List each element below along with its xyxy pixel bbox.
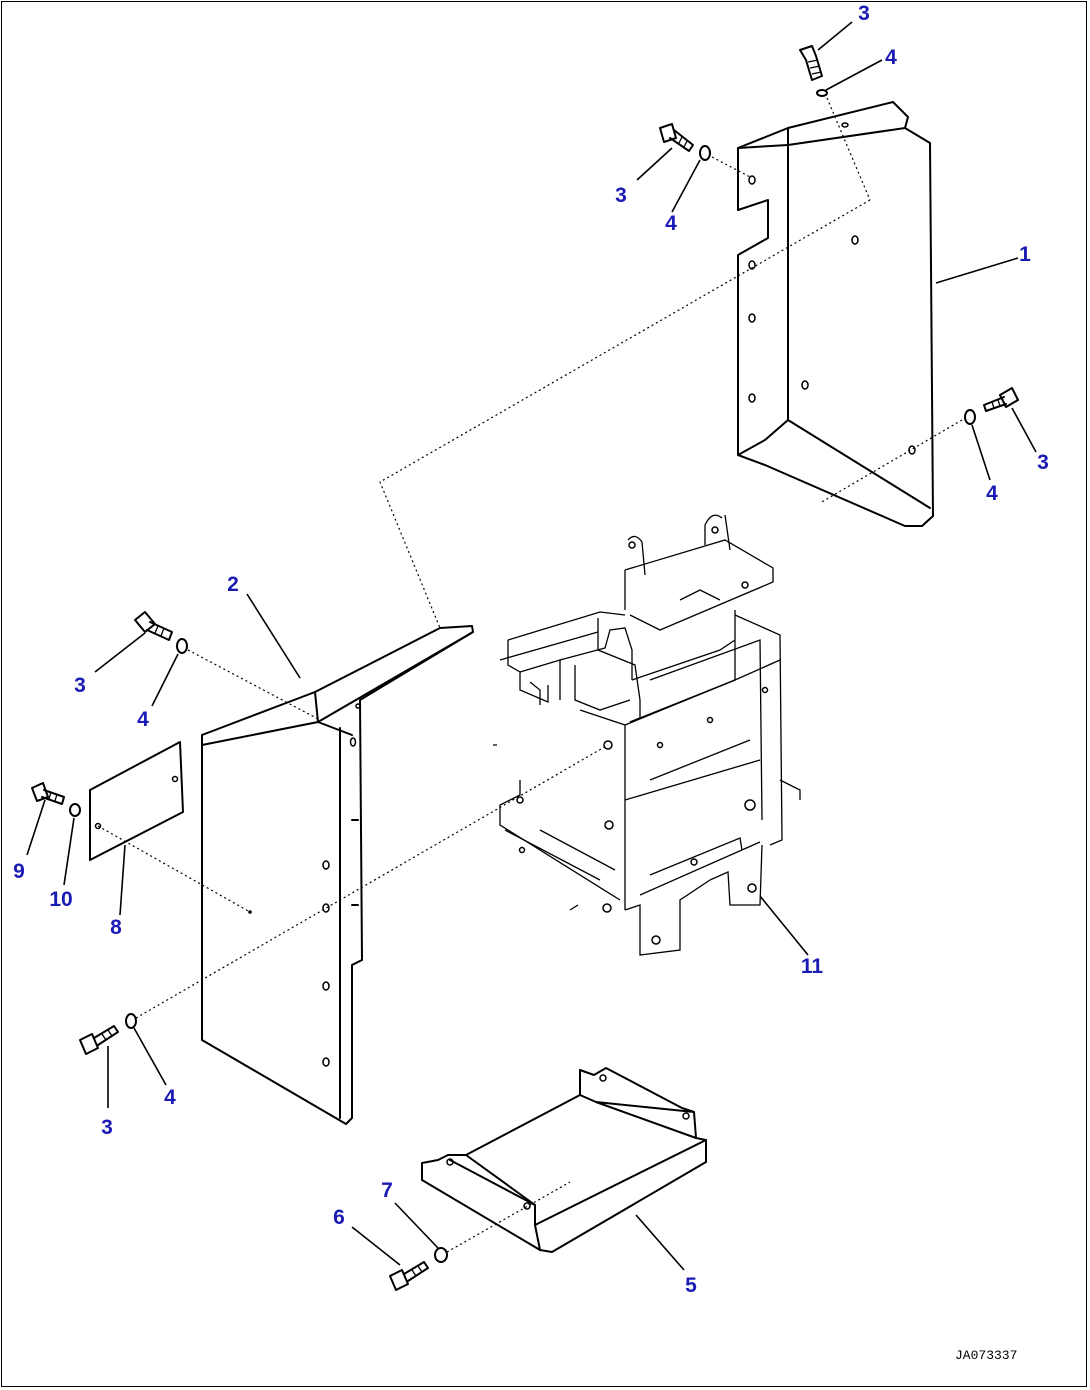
washer-4-top [816,89,828,97]
part-8-plate [89,741,184,861]
bolt-9 [31,782,65,805]
bolt-3-top [799,45,823,81]
callout-4-right: 4 [986,482,998,505]
leader-lines [26,21,1037,1271]
washer-4-mid-left [176,638,188,654]
callout-3-mid-left: 3 [74,674,86,697]
callout-1: 1 [1019,243,1031,266]
washer-4-lower-left [125,1013,137,1029]
bolt-6 [389,1261,429,1291]
washer-7 [434,1247,448,1263]
washer-10 [69,803,81,817]
callout-10: 10 [49,888,72,911]
part-2-cover [201,625,474,1125]
washer-4-right [964,409,976,425]
assembly-lines [97,97,963,1253]
callout-3-lower-left: 3 [101,1116,113,1139]
callout-4-upper-left: 4 [665,212,677,235]
callout-2: 2 [227,573,239,596]
bolt-3-upper-left [659,123,694,152]
callout-3-right: 3 [1037,451,1049,474]
callout-5: 5 [685,1274,697,1297]
callout-4-top: 4 [885,46,897,69]
callout-6: 6 [333,1206,345,1229]
callout-4-mid-left: 4 [137,708,149,731]
callout-9: 9 [13,860,25,883]
callout-8: 8 [110,916,122,939]
callout-3-upper-left: 3 [615,184,627,207]
washer-4-upper-left [699,145,711,161]
callout-7: 7 [381,1179,393,1202]
bolt-3-lower-left [79,1025,119,1055]
callout-11: 11 [801,955,824,978]
callout-3-top: 3 [858,2,870,25]
part-5-tray [421,1067,707,1253]
part-11-frame [493,514,801,956]
bolt-3-right [983,387,1019,412]
callout-labels: 3 4 3 4 1 3 4 2 3 4 9 10 8 11 3 4 7 6 5 [13,2,1049,1297]
drawing-code: JA073337 [955,1348,1017,1363]
part-1-cover [737,101,934,527]
bolt-3-mid-left [134,611,173,641]
callout-4-lower-left: 4 [164,1086,176,1109]
